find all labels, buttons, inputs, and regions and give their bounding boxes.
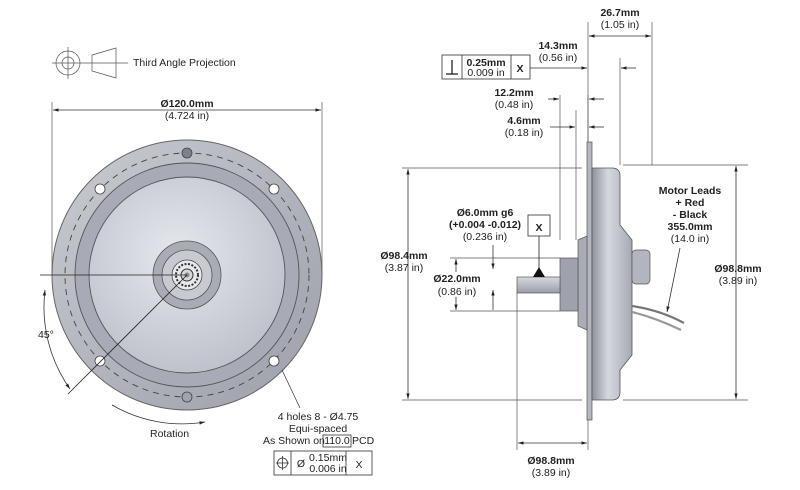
rotation-arrow [111,404,206,425]
position-tolerance-frame [273,450,373,476]
body-dim-right-mm: Ø98.8mm [714,263,761,275]
perp-tol-in: 0.009 in [467,67,505,79]
angle-arc [42,289,71,390]
position-datum: X [355,459,362,471]
rear-boss [631,249,651,285]
pcd-box [322,434,352,448]
motor-body [591,167,633,401]
depth-26-7-mm: 26.7mm [600,7,639,19]
overall-diameter-in: (4.724 in) [165,110,209,122]
depth-12-2-mm: 12.2mm [494,87,533,99]
datum-triangle [533,267,545,277]
depth-12-2-in: (0.48 in) [495,99,534,111]
hole-bottom [181,391,193,403]
side-view [402,22,748,450]
hole-leader [281,369,301,409]
hub-dim-in: (0.86 in) [438,286,477,298]
shaft [516,276,561,294]
motor-leads-line3: - Black [673,209,708,221]
pcd-value: 110.0 [324,435,350,447]
perp-tol-mm: 0.25mm [466,57,505,69]
hole-top [181,147,193,159]
hole-upper-left [94,183,106,195]
shaft-dim-in: (0.236 in) [463,231,507,243]
datum-label: X [535,222,542,234]
position-tol-in: 0.006 in [309,463,347,475]
position-diameter-symbol: Ø [297,458,305,470]
hub-dim-mm: Ø22.0mm [433,273,480,285]
depth-4-6-in: (0.18 in) [505,127,544,139]
hub [559,257,579,312]
overall-diameter-mm: Ø120.0mm [160,98,213,110]
hole-lower-right [268,355,280,367]
perp-datum: X [516,63,523,75]
holes-note-line2: Equi-spaced [289,423,348,435]
depth-14-3-mm: 14.3mm [538,40,577,52]
perpendicularity-frame [441,54,531,80]
shaft-dim-line1: Ø6.0mm g6 [457,207,514,219]
holes-note-line1: 4 holes 8 - Ø4.75 [278,411,359,423]
projection-label: Third Angle Projection [133,57,236,69]
body-dim-right-in: (3.89 in) [719,275,758,287]
holes-note-prefix: As Shown on [263,435,325,447]
bottom-dim-mm: Ø98.8mm [527,455,574,467]
bearing-balls [175,263,199,287]
motor-leads-line2: + Red [676,197,705,209]
front-view [40,102,323,425]
hub-step [577,235,588,331]
angle-label: 45° [38,329,54,341]
datum-box [527,214,551,237]
flange-dim-in: (3.87 in) [385,262,424,274]
bottom-dim-in: (3.89 in) [532,467,571,479]
lead-wire-1 [631,304,685,324]
flange-plate [586,141,593,421]
hole-upper-right [268,183,280,195]
lead-wire-2 [631,310,682,331]
motor-leads-line1: Motor Leads [659,185,722,197]
depth-26-7-in: (1.05 in) [601,19,640,31]
shaft-dim-line2: (+0.004 -0.012) [449,219,521,231]
leads-leader [666,247,681,313]
motor-leads-line5: (14.0 in) [671,233,710,245]
depth-14-3-in: (0.56 in) [539,52,578,64]
rotation-label: Rotation [150,428,189,440]
motor-leads-line4: 355.0mm [668,221,713,233]
third-angle-projection-symbol [52,47,128,79]
pcd-suffix: PCD [352,435,375,447]
hole-lower-left [94,355,106,367]
flange-dim-mm: Ø98.4mm [380,250,427,262]
depth-4-6-mm: 4.6mm [507,115,540,127]
position-tol-mm: 0.15mm [309,452,347,464]
